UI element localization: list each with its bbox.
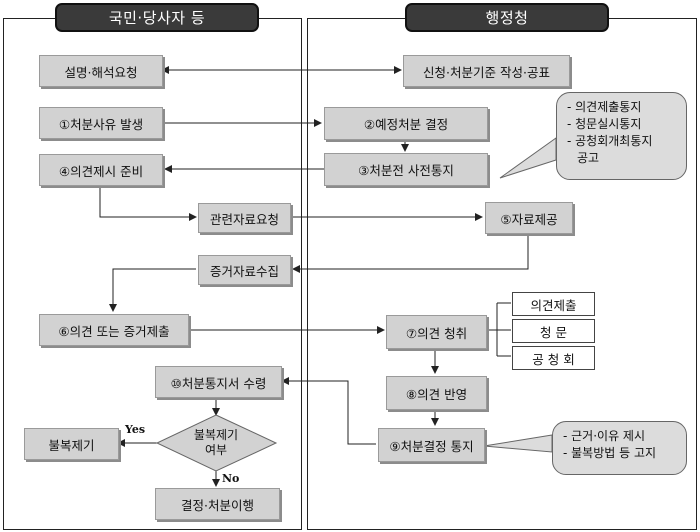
yes-label: Yes: [125, 423, 146, 436]
pre-notice-callout: - 의견제출통지 - 청문실시통지 - 공청회개최통지 공고: [556, 92, 687, 180]
explain-request-box: 설명·해석요청: [39, 55, 163, 87]
no-label: No: [222, 472, 240, 485]
callout-item: - 청문실시통지: [567, 117, 642, 131]
decision-label: 불복제기 여부: [176, 428, 256, 458]
lane-header-agency: 행정청: [405, 3, 609, 32]
hearing-option-public-hearing: 공 청 회: [512, 346, 595, 370]
cause-box: ①처분사유 발생: [39, 107, 163, 139]
callout-item: - 공청회개최통지: [567, 134, 653, 148]
decision-label-line1: 불복제기: [193, 428, 239, 442]
hearing-option-hearing: 청 문: [512, 319, 595, 343]
opinion-prep-box: ④의견제시 준비: [39, 154, 163, 186]
final-notice-box: ⑨처분결정 통지: [378, 428, 485, 462]
opinion-submit-box: ⑥의견 또는 증거제출: [39, 314, 189, 346]
data-request-box: 관련자료요청: [198, 203, 291, 233]
evidence-collect-box: 증거자료수집: [198, 255, 291, 285]
notice-receive-box: ⑩처분통지서 수령: [155, 366, 282, 398]
decision-label-line2: 여부: [204, 443, 228, 457]
criteria-box: 신청·처분기준 작성·공표: [403, 55, 570, 87]
lane-header-citizens: 국민·당사자 등: [55, 3, 259, 32]
intended-decision-box: ②예정처분 결정: [324, 107, 488, 140]
final-notice-callout: - 근거·이유 제시 - 불복방법 등 고지: [552, 421, 687, 475]
callout-item: - 불복방법 등 고지: [563, 446, 657, 460]
callout-item: - 근거·이유 제시: [563, 429, 646, 443]
callout-item: - 의견제출통지: [567, 100, 642, 114]
callout-item: 공고: [577, 151, 600, 165]
pre-notice-box: ③처분전 사전통지: [324, 153, 488, 186]
reflect-box: ⑧의견 반영: [386, 376, 487, 410]
hearing-box: ⑦의견 청취: [386, 315, 487, 349]
decision-diamond: [155, 414, 278, 472]
objection-box: 불복제기: [24, 428, 119, 460]
data-provide-box: ⑤자료제공: [485, 202, 573, 234]
hearing-option-opinion: 의견제출: [512, 292, 595, 316]
final-exec-box: 결정·처분이행: [155, 488, 280, 520]
